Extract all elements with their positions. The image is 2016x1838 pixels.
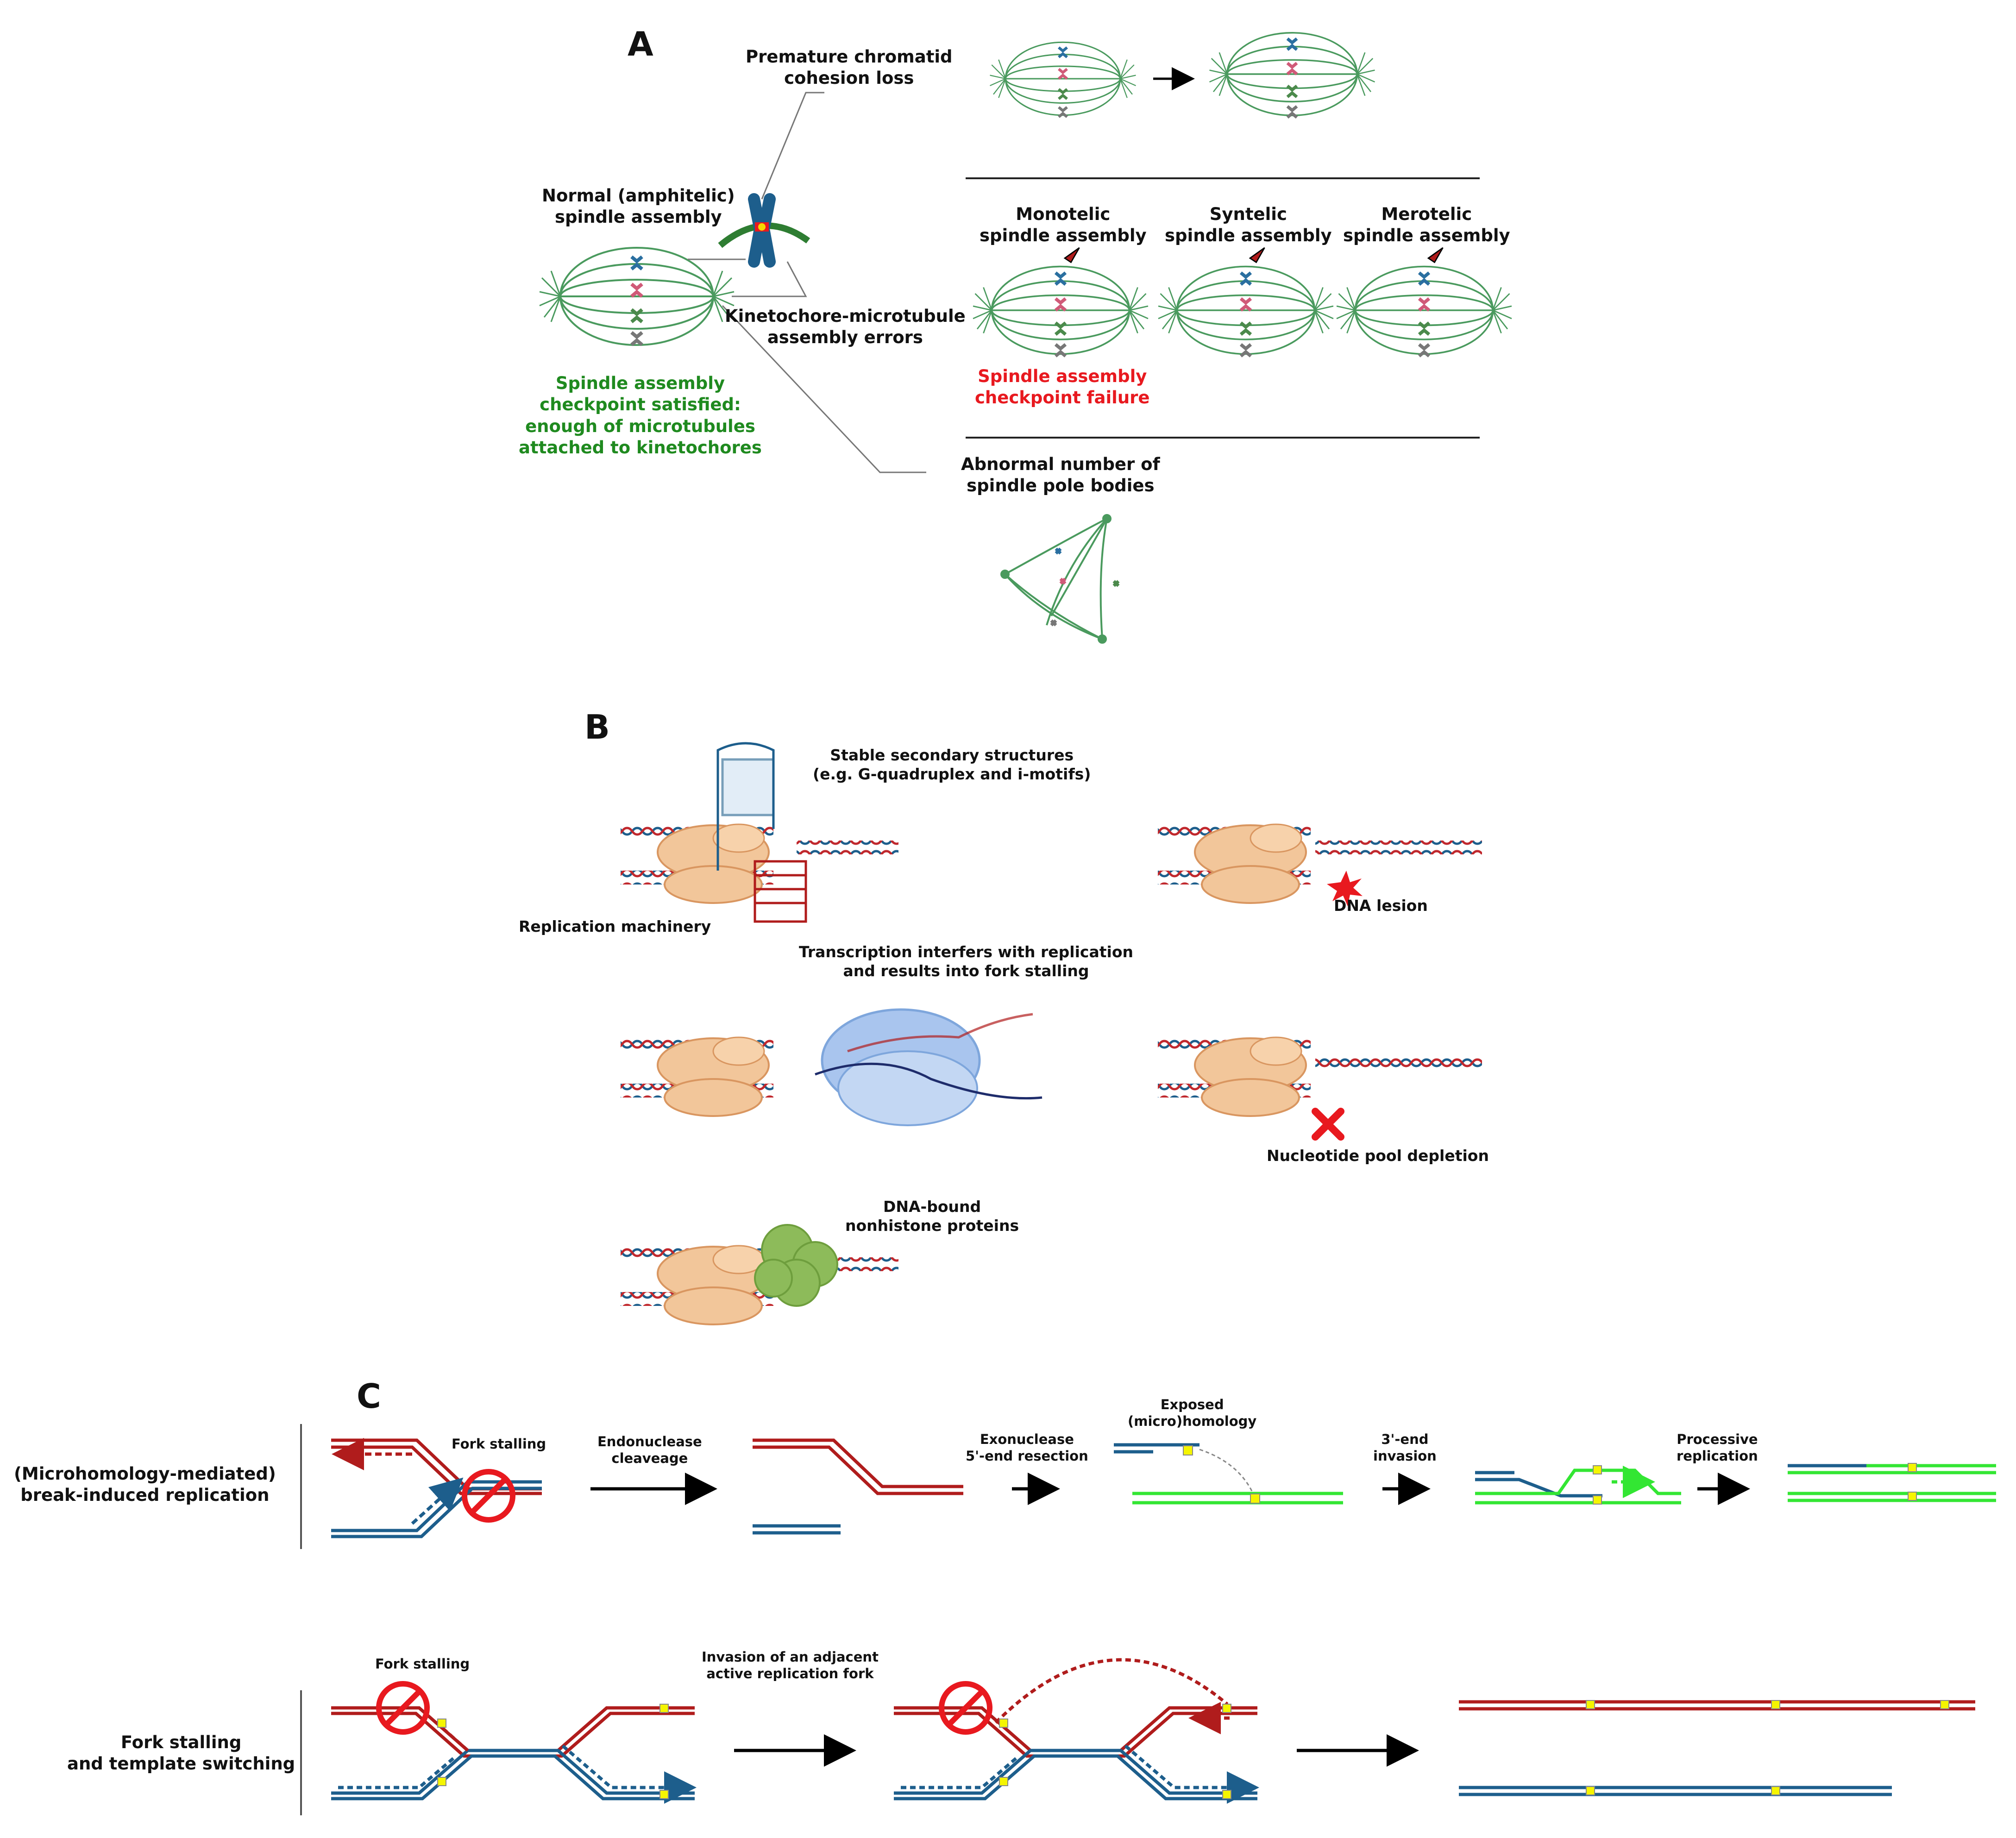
right-duplex-2 — [1315, 841, 1482, 854]
panel-a-artwork — [539, 32, 1513, 644]
red-x-icon — [1312, 1108, 1344, 1141]
fost-stalled-fork — [331, 1684, 697, 1804]
bir-cleaved-strands — [753, 1438, 963, 1535]
lesion-star-icon — [1327, 871, 1363, 906]
panel-c-artwork — [300, 1424, 1996, 1815]
monotelic-spindle-cell — [972, 247, 1149, 356]
secondary-structure-fork — [621, 822, 773, 903]
syntelic-spindle-cell — [1157, 247, 1334, 356]
transcription-fork — [621, 1035, 773, 1116]
bir-resection — [1114, 1443, 1343, 1505]
panel-c-label: C — [357, 1377, 381, 1416]
exposed-homology-label: Exposed (micro)homology — [1128, 1397, 1257, 1430]
multipolar-spindle-cell — [1000, 514, 1120, 644]
monotelic-label: Monotelic spindle assembly — [980, 204, 1147, 246]
adjacent-fork-label: Invasion of an adjacent active replicati… — [702, 1649, 879, 1682]
normal-spindle-cell — [539, 247, 735, 345]
cohesion-loss-spindle-after — [1208, 32, 1376, 118]
secondary-structures-label: Stable secondary structures (e.g. G-quad… — [813, 746, 1091, 784]
panel-a-label: A — [628, 25, 653, 63]
right-duplex-1 — [797, 841, 898, 854]
nucleotide-depletion-label: Nucleotide pool depletion — [1267, 1147, 1489, 1165]
checkpoint-failure-label: Spindle assembly checkpoint failure — [975, 366, 1150, 408]
fost-product — [1459, 1700, 1975, 1796]
depletion-fork — [1158, 1035, 1311, 1116]
replication-machinery-label: Replication machinery — [519, 917, 711, 935]
bir-title: (Microhomology-mediated) break-induced r… — [14, 1464, 276, 1506]
bir-product — [1788, 1463, 1996, 1502]
premature-cohesion-label: Premature chromatid cohesion loss — [746, 47, 953, 88]
panel-b-label: B — [584, 708, 610, 746]
fost-title: Fork stalling and template switching — [67, 1732, 295, 1774]
kinetochore-errors-label: Kinetochore-microtubule assembly errors — [725, 306, 966, 348]
processive-label: Processive replication — [1677, 1431, 1758, 1464]
protein-blob-icon — [754, 1224, 838, 1307]
cohesion-loss-spindle-before — [989, 41, 1137, 117]
syntelic-label: Syntelic spindle assembly — [1165, 204, 1332, 246]
nonhistone-fork — [621, 1243, 773, 1324]
transcription-label: Transcription interfers with replication… — [799, 943, 1133, 980]
checkpoint-satisfied-label: Spindle assembly checkpoint satisfied: e… — [519, 373, 762, 458]
right-duplex-3 — [1315, 1054, 1482, 1067]
fork-stalling-label-1: Fork stalling — [452, 1436, 546, 1452]
abnormal-poles-label: Abnormal number of spindle pole bodies — [961, 454, 1160, 496]
right-duplex-4 — [834, 1257, 898, 1271]
i-motif-icon — [754, 860, 807, 923]
nonhistone-label: DNA-bound nonhistone proteins — [845, 1198, 1019, 1235]
fork-stalling-label-2: Fork stalling — [375, 1656, 470, 1672]
endonuclease-label: Endonuclease cleaveage — [597, 1434, 702, 1467]
normal-spindle-label: Normal (amphitelic) spindle assembly — [542, 186, 735, 227]
leader-lines — [688, 92, 926, 473]
three-end-invasion-label: 3'-end invasion — [1373, 1431, 1437, 1464]
merotelic-label: Merotelic spindle assembly — [1343, 204, 1510, 246]
fost-switching-fork — [894, 1658, 1259, 1804]
dna-lesion-label: DNA lesion — [1334, 897, 1428, 915]
exonuclease-label: Exonuclease 5'-end resection — [966, 1431, 1088, 1464]
central-chromosome-icon — [718, 193, 810, 268]
panel-b-artwork — [621, 742, 1482, 1324]
lesion-fork — [1158, 822, 1311, 903]
g-quadruplex-icon — [716, 742, 775, 871]
bir-stalled-fork — [331, 1438, 542, 1538]
rna-polymerase-icon — [815, 1008, 1043, 1126]
merotelic-spindle-cell — [1336, 247, 1513, 356]
bir-invasion — [1475, 1465, 1681, 1505]
